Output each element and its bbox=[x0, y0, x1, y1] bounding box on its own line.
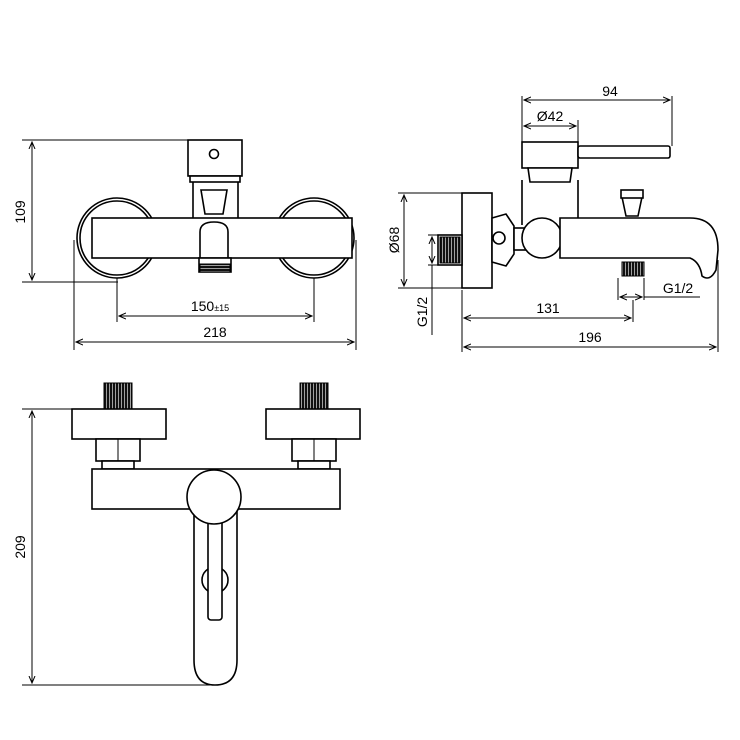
side-hex-nut bbox=[491, 213, 515, 267]
dim-inlet-thread: G1/2 bbox=[414, 297, 430, 328]
side-shower-outlet bbox=[621, 261, 645, 277]
top-lever bbox=[207, 509, 223, 621]
dim-front-height: 109 bbox=[12, 200, 28, 224]
dim-side-depth: 196 bbox=[578, 329, 602, 345]
top-right-inlet-thread bbox=[299, 382, 329, 410]
top-view bbox=[71, 382, 361, 686]
front-diverter-knob bbox=[200, 189, 228, 215]
side-handle bbox=[521, 141, 579, 169]
side-wall-flange bbox=[461, 192, 493, 289]
front-dimensions: 109 150±15 218 bbox=[12, 139, 357, 350]
top-right-flange bbox=[265, 408, 361, 440]
dim-front-width: 218 bbox=[203, 324, 227, 340]
front-aerator bbox=[199, 263, 231, 273]
side-body-round bbox=[521, 217, 563, 259]
dim-centers-value: 150 bbox=[191, 298, 215, 314]
dim-centers: 150±15 bbox=[191, 298, 229, 314]
dim-spout-offset: 131 bbox=[536, 300, 560, 316]
front-spout bbox=[199, 221, 229, 259]
top-left-inlet-thread bbox=[103, 382, 133, 410]
side-diverter bbox=[621, 196, 643, 217]
dim-centers-tolerance: ±15 bbox=[214, 303, 229, 313]
dim-lever-reach: 94 bbox=[602, 83, 618, 99]
side-lever bbox=[577, 145, 671, 159]
side-spout bbox=[559, 217, 719, 279]
dim-top-depth: 209 bbox=[12, 535, 28, 559]
top-handle-cap bbox=[186, 469, 242, 525]
side-inlet-thread bbox=[439, 236, 461, 264]
side-dimensions: 94 Ø42 Ø68 G1/2 G1/2 131 196 bbox=[386, 83, 719, 352]
side-view bbox=[437, 141, 719, 289]
dim-handle-diameter: Ø42 bbox=[537, 108, 564, 124]
top-dimensions: 209 bbox=[12, 408, 215, 686]
dim-outlet-thread: G1/2 bbox=[663, 280, 694, 296]
dim-body-diameter: Ø68 bbox=[386, 227, 402, 254]
front-view bbox=[76, 139, 355, 279]
top-left-flange bbox=[71, 408, 167, 440]
